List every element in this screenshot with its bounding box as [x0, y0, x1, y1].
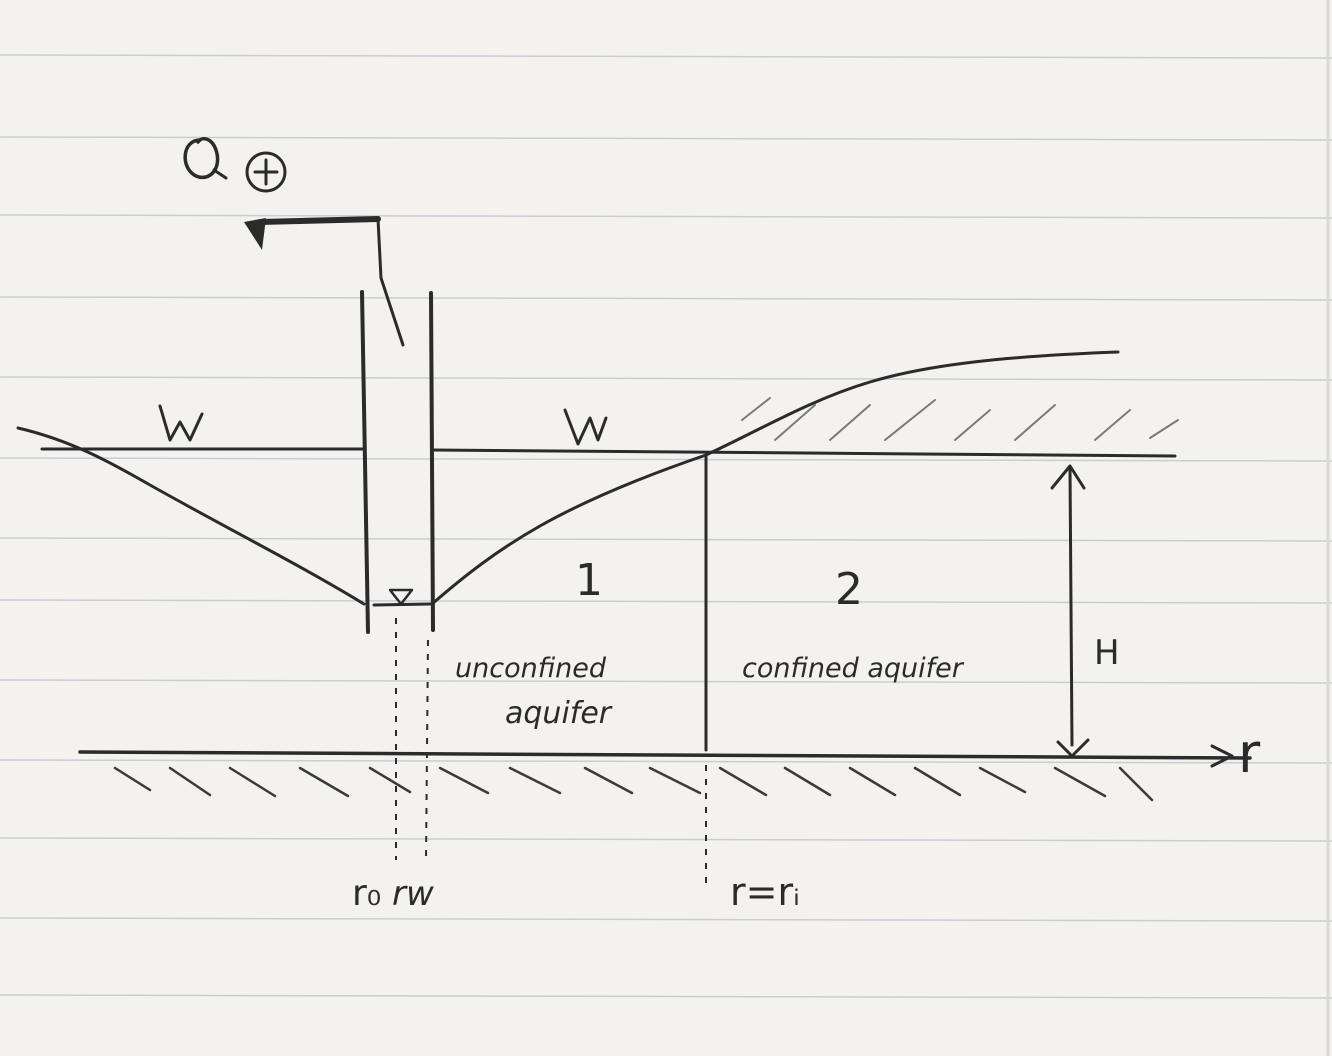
- rw-label: rw: [392, 874, 434, 914]
- aquifer-base-hatching: [113, 766, 1154, 802]
- drawdown-cone-right: [430, 453, 708, 606]
- well-casing: [360, 290, 435, 634]
- zone1-label-line1: unconfined: [455, 653, 607, 684]
- zone2-number: 2: [835, 564, 863, 615]
- zone1-label-line2: aquifer: [505, 696, 613, 731]
- zone2-label: confined aquifer: [742, 653, 965, 684]
- rw-projection: [425, 639, 429, 861]
- thickness-label: H: [1094, 633, 1120, 673]
- confining-layer-top: [704, 350, 1120, 457]
- ri-label: r=rᵢ: [730, 870, 800, 914]
- ruled-lines: [0, 54, 1332, 999]
- confining-layer-hatching: [741, 397, 1179, 441]
- radial-axis-label: r: [1238, 722, 1261, 785]
- zone1-number: 1: [575, 555, 603, 606]
- radial-axis-arrow: [1210, 744, 1234, 768]
- r0-label: r₀: [352, 873, 381, 914]
- initial-water-table: [40, 404, 1177, 458]
- thickness-dimension: [1050, 464, 1090, 758]
- drawdown-cone-left: [16, 426, 366, 606]
- aquifer-base: [78, 750, 1252, 760]
- pump-icon: [183, 136, 405, 347]
